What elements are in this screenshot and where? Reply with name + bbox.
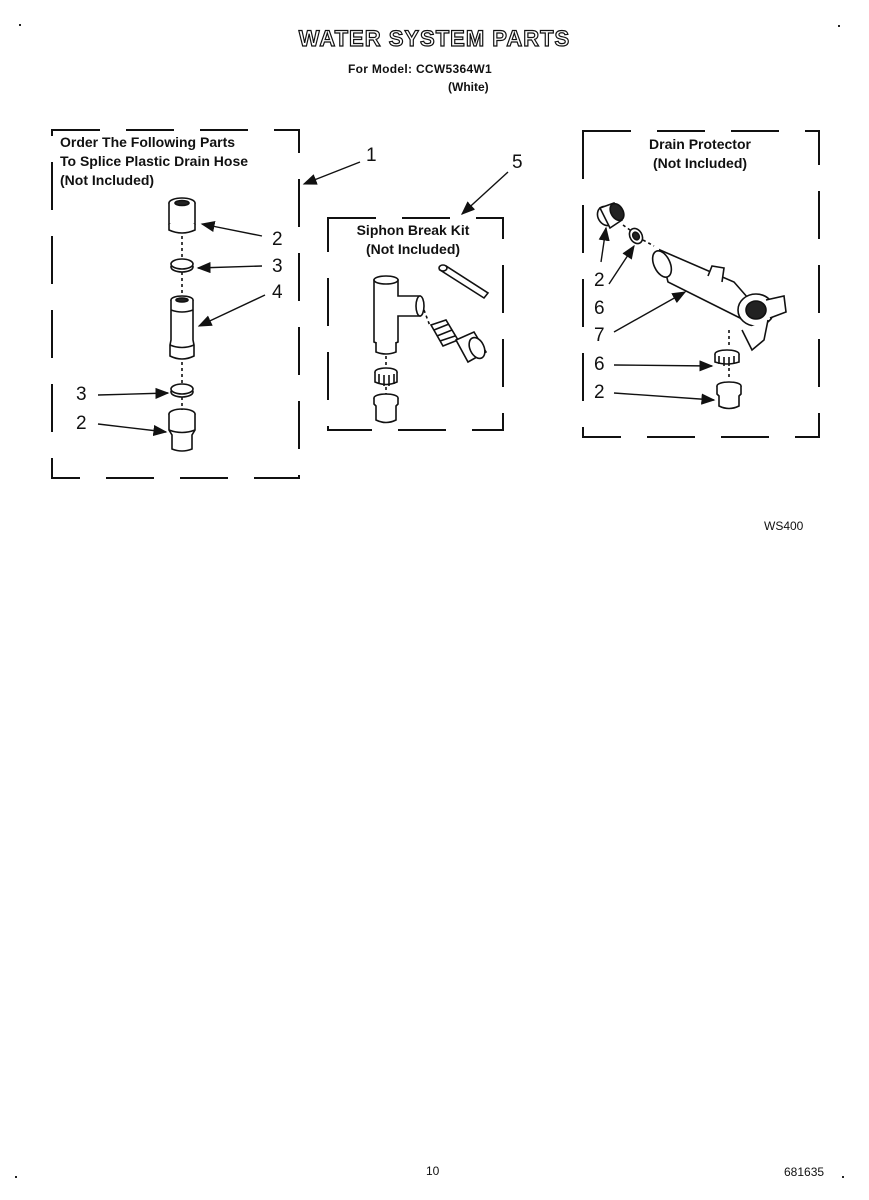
drain-parts bbox=[596, 202, 787, 410]
siphon-heading-line-2: (Not Included) bbox=[365, 241, 461, 257]
splice-connector bbox=[169, 295, 195, 360]
drain-lower-sleeve bbox=[716, 381, 742, 410]
splice-heading-line-3: (Not Included) bbox=[60, 172, 155, 188]
splice-sleeve-bottom bbox=[168, 408, 196, 452]
page-number: 10 bbox=[426, 1164, 440, 1178]
callout-number: 3 bbox=[272, 256, 283, 277]
splice-sleeve-top bbox=[168, 197, 196, 234]
drain-lower-ring bbox=[714, 349, 740, 366]
callout-number: 3 bbox=[76, 384, 87, 405]
callout-number: 5 bbox=[512, 152, 523, 173]
drain-heading-line-2: (Not Included) bbox=[652, 155, 748, 171]
page-title: WATER SYSTEM PARTS bbox=[298, 25, 571, 51]
splice-clamp-bottom bbox=[170, 383, 194, 398]
drain-heading: Drain Protector (Not Included) bbox=[618, 135, 782, 173]
callout-number: 2 bbox=[272, 229, 283, 250]
model-color: (White) bbox=[448, 80, 489, 94]
registration-mark bbox=[838, 25, 840, 27]
splice-heading-line-2: To Splice Plastic Drain Hose bbox=[60, 153, 249, 169]
registration-mark bbox=[15, 1176, 17, 1178]
diagram-code: WS400 bbox=[764, 519, 804, 533]
siphon-side-adapter bbox=[454, 330, 488, 364]
callout-number: 7 bbox=[594, 325, 605, 346]
splice-heading-line-1: Order The Following Parts bbox=[60, 134, 236, 150]
siphon-heading: Siphon Break Kit (Not Included) bbox=[344, 221, 482, 259]
siphon-pin bbox=[438, 264, 490, 300]
siphon-side-nut bbox=[429, 319, 460, 348]
drain-body bbox=[651, 248, 787, 352]
registration-mark bbox=[842, 1176, 844, 1178]
model-number: For Model: CCW5364W1 bbox=[348, 62, 493, 76]
siphon-tee bbox=[373, 275, 425, 355]
siphon-nut bbox=[374, 367, 398, 386]
callout-number: 6 bbox=[594, 354, 605, 375]
siphon-adapter bbox=[373, 393, 399, 424]
splice-heading: Order The Following Parts To Splice Plas… bbox=[60, 133, 248, 190]
callout-number: 1 bbox=[366, 145, 377, 166]
callout-number: 4 bbox=[272, 282, 283, 303]
callout-number: 6 bbox=[594, 298, 605, 319]
splice-clamp-top bbox=[170, 258, 194, 273]
siphon-heading-line-1: Siphon Break Kit bbox=[356, 222, 470, 238]
drain-heading-line-1: Drain Protector bbox=[649, 136, 751, 152]
drain-cap bbox=[596, 202, 625, 230]
siphon-parts bbox=[373, 264, 490, 424]
part-number: 681635 bbox=[784, 1165, 825, 1179]
drain-ring bbox=[628, 227, 644, 245]
drain-section-frame bbox=[582, 130, 820, 438]
callout-number: 2 bbox=[594, 270, 605, 291]
callout-number: 2 bbox=[594, 382, 605, 403]
siphon-section-frame bbox=[327, 217, 504, 431]
callout-number: 2 bbox=[76, 413, 87, 434]
splice-parts bbox=[168, 197, 196, 452]
registration-mark bbox=[19, 24, 21, 26]
